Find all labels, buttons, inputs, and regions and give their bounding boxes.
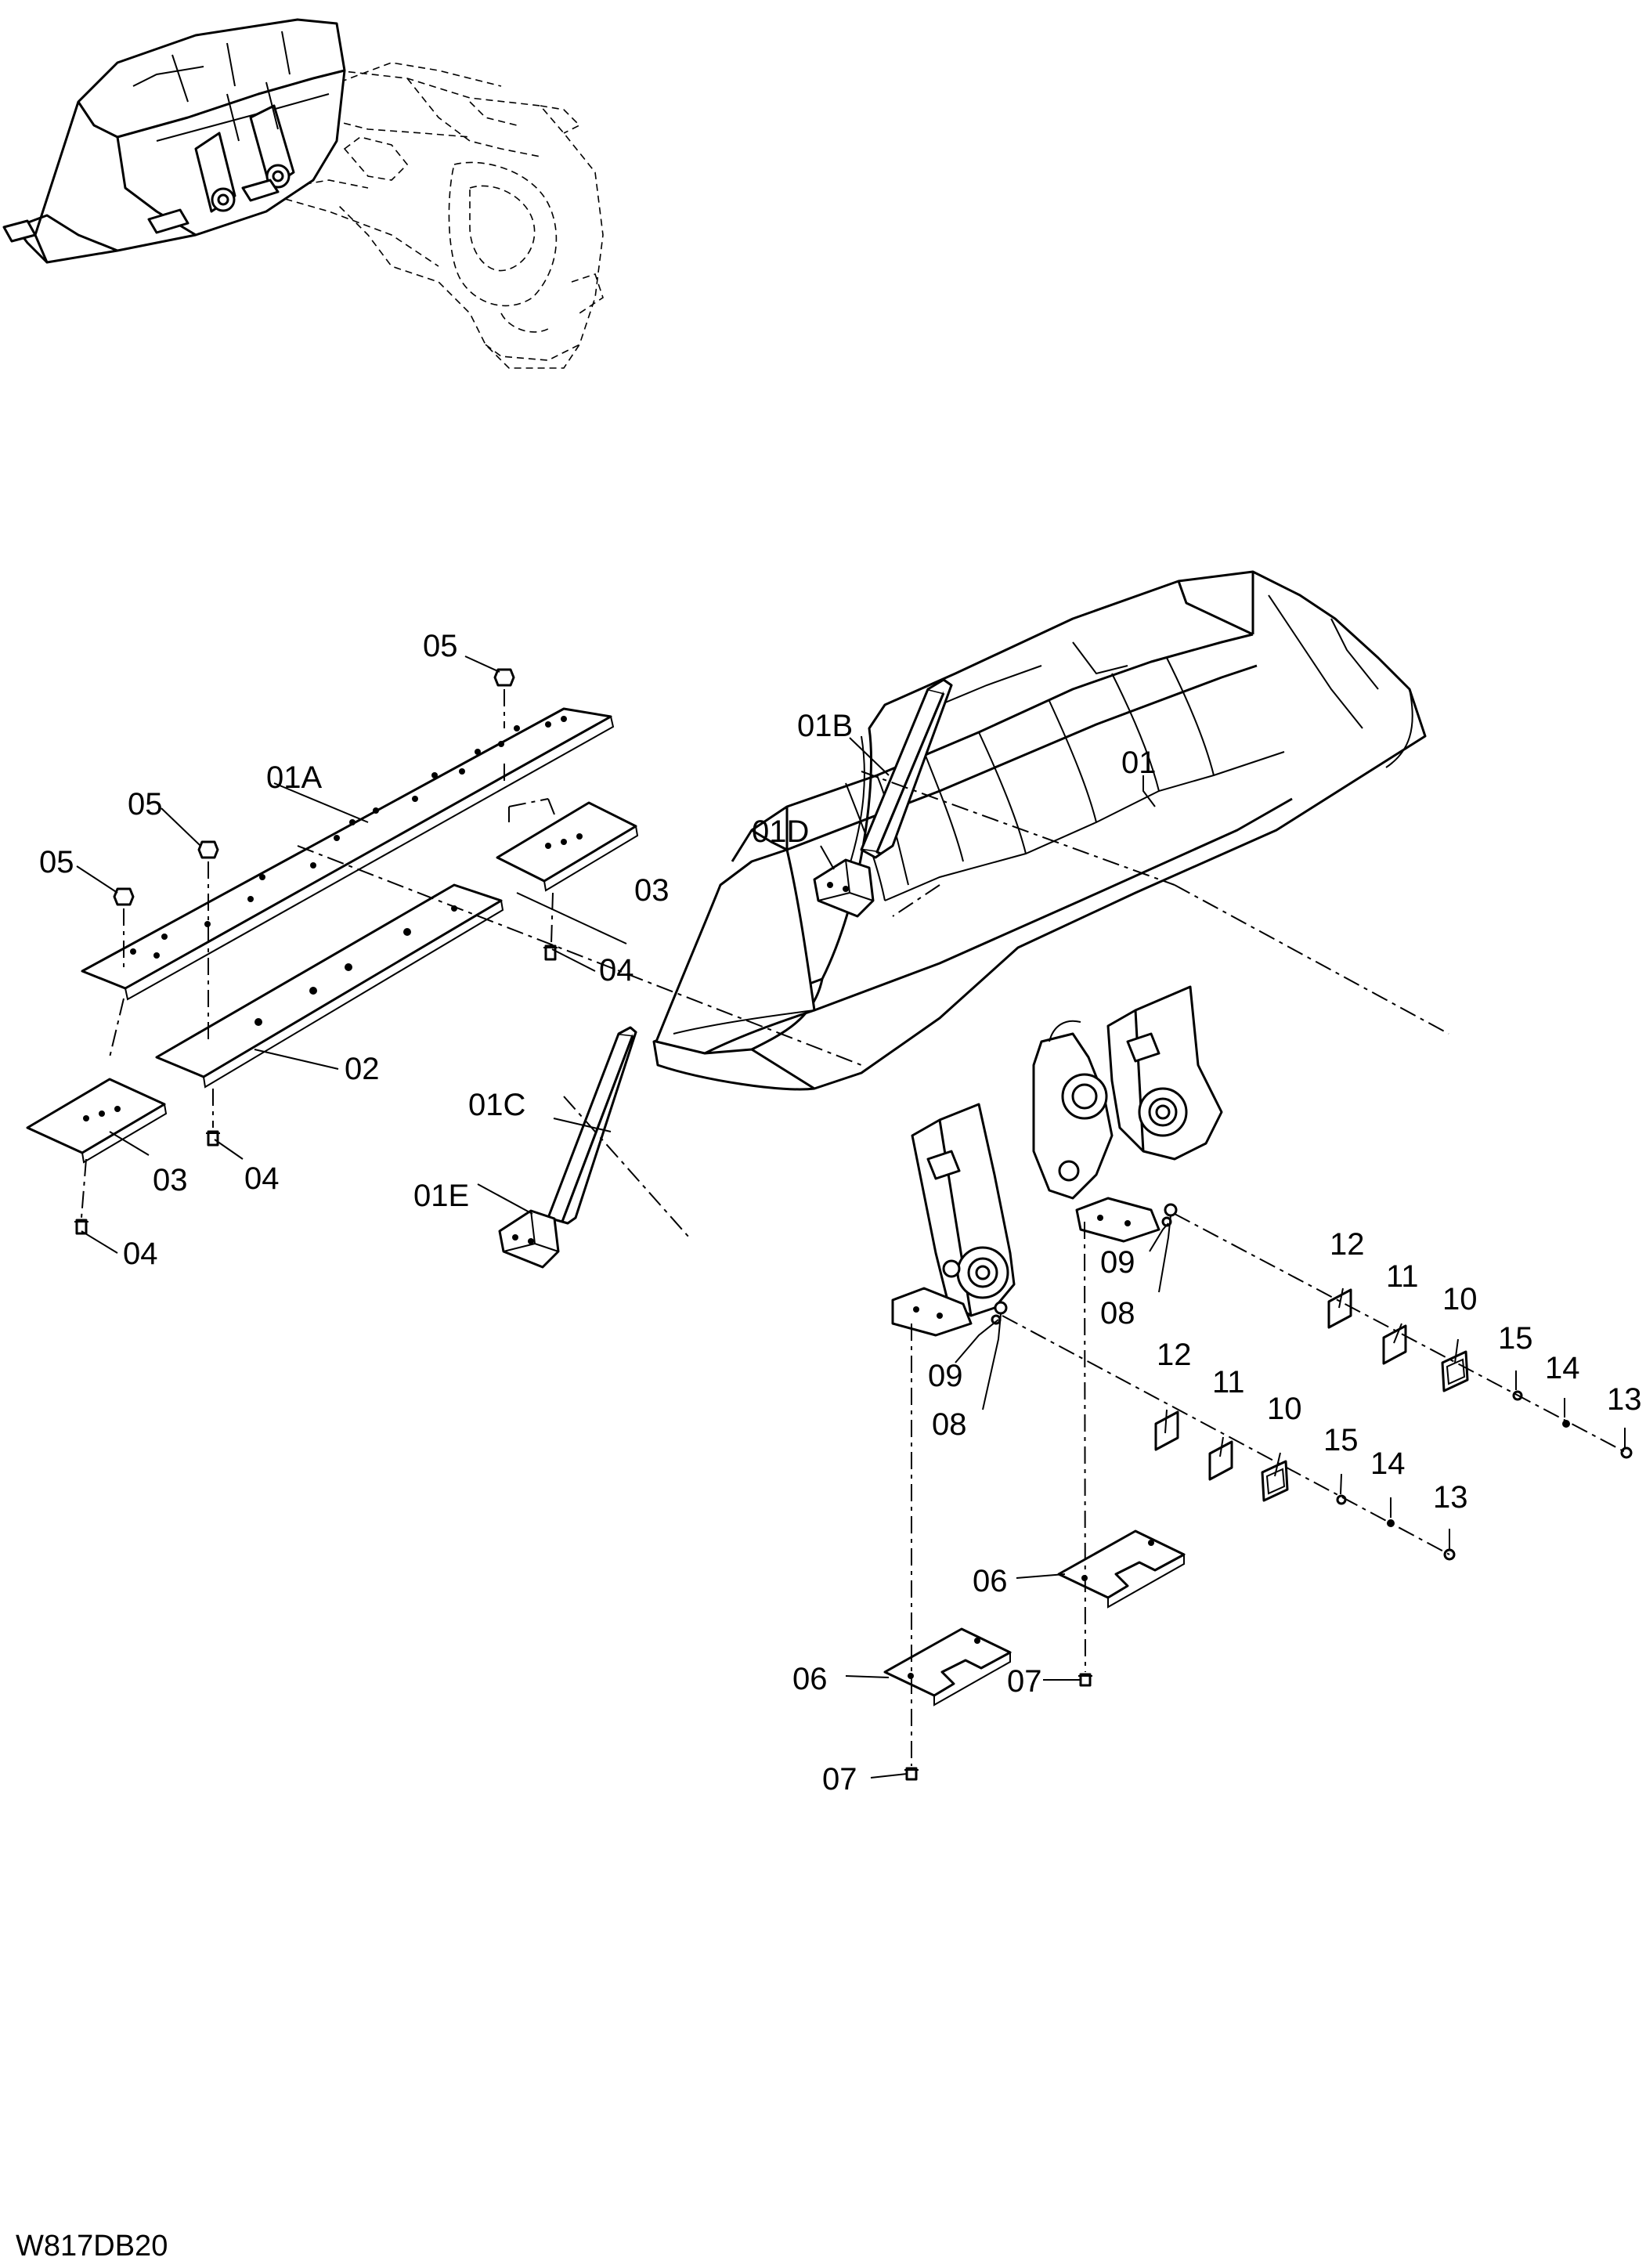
label-01e: 01E [413, 1179, 469, 1213]
label-01d: 01D [752, 814, 809, 849]
label-06-upper: 06 [973, 1564, 1008, 1598]
label-14-upper: 14 [1545, 1351, 1580, 1385]
side-tooth-01e [498, 1209, 560, 1269]
label-01a: 01A [266, 760, 322, 795]
label-07-lower: 07 [822, 1762, 857, 1797]
tooth-plate-03-right [496, 801, 639, 892]
label-01b: 01B [797, 709, 853, 743]
label-02: 02 [345, 1052, 380, 1086]
label-03-right: 03 [634, 873, 670, 908]
center-lines [81, 689, 1627, 1766]
label-13-lower: 13 [1433, 1480, 1468, 1515]
label-10-upper: 10 [1442, 1282, 1478, 1316]
pin-hardware-upper-row [1327, 1288, 1633, 1459]
label-13-upper: 13 [1607, 1382, 1642, 1417]
label-09-right: 09 [1100, 1245, 1135, 1280]
label-12-lower: 12 [1157, 1338, 1192, 1372]
label-15-lower: 15 [1323, 1423, 1359, 1457]
pin-hardware-lower-row [1154, 1410, 1456, 1561]
label-11-lower: 11 [1212, 1365, 1245, 1399]
label-09-left: 09 [928, 1359, 963, 1393]
tooth-plate-03-left [26, 1078, 168, 1164]
label-07-upper: 07 [1007, 1664, 1042, 1699]
label-05-middle: 05 [128, 787, 163, 822]
label-01: 01 [1121, 746, 1157, 780]
part-labels: 05 05 05 01A 01B 01 01D 03 04 02 01C 01E… [39, 629, 1642, 1797]
label-03-left: 03 [153, 1163, 188, 1197]
locator-thumbnail [2, 18, 604, 369]
drawing-code: W817DB20 [16, 2230, 168, 2263]
label-08-right: 08 [1100, 1296, 1135, 1331]
label-05-top: 05 [423, 629, 458, 663]
label-11-upper: 11 [1386, 1259, 1419, 1294]
label-12-upper: 12 [1330, 1227, 1365, 1262]
cutting-edge-01a [81, 707, 615, 1001]
label-04-middle: 04 [244, 1161, 280, 1196]
label-15-upper: 15 [1498, 1321, 1533, 1356]
label-01c: 01C [468, 1088, 525, 1122]
leader-lines [76, 655, 1626, 1779]
label-06-lower: 06 [792, 1662, 828, 1696]
side-cutter-01c [547, 1026, 637, 1225]
label-08-left: 08 [932, 1407, 967, 1442]
pad-06-lower [883, 1627, 1012, 1706]
label-04-right: 04 [599, 953, 634, 988]
pad-06-upper [1057, 1529, 1186, 1609]
label-04-left: 04 [123, 1237, 158, 1271]
side-tooth-01d [813, 858, 875, 918]
label-10-lower: 10 [1267, 1392, 1302, 1426]
label-14-lower: 14 [1370, 1446, 1406, 1481]
bolt-hardware [74, 668, 1092, 1781]
side-cutter-01b [860, 678, 953, 859]
cutting-edge-02 [155, 883, 504, 1089]
bucket-body [652, 570, 1427, 1337]
label-05-left: 05 [39, 845, 74, 879]
